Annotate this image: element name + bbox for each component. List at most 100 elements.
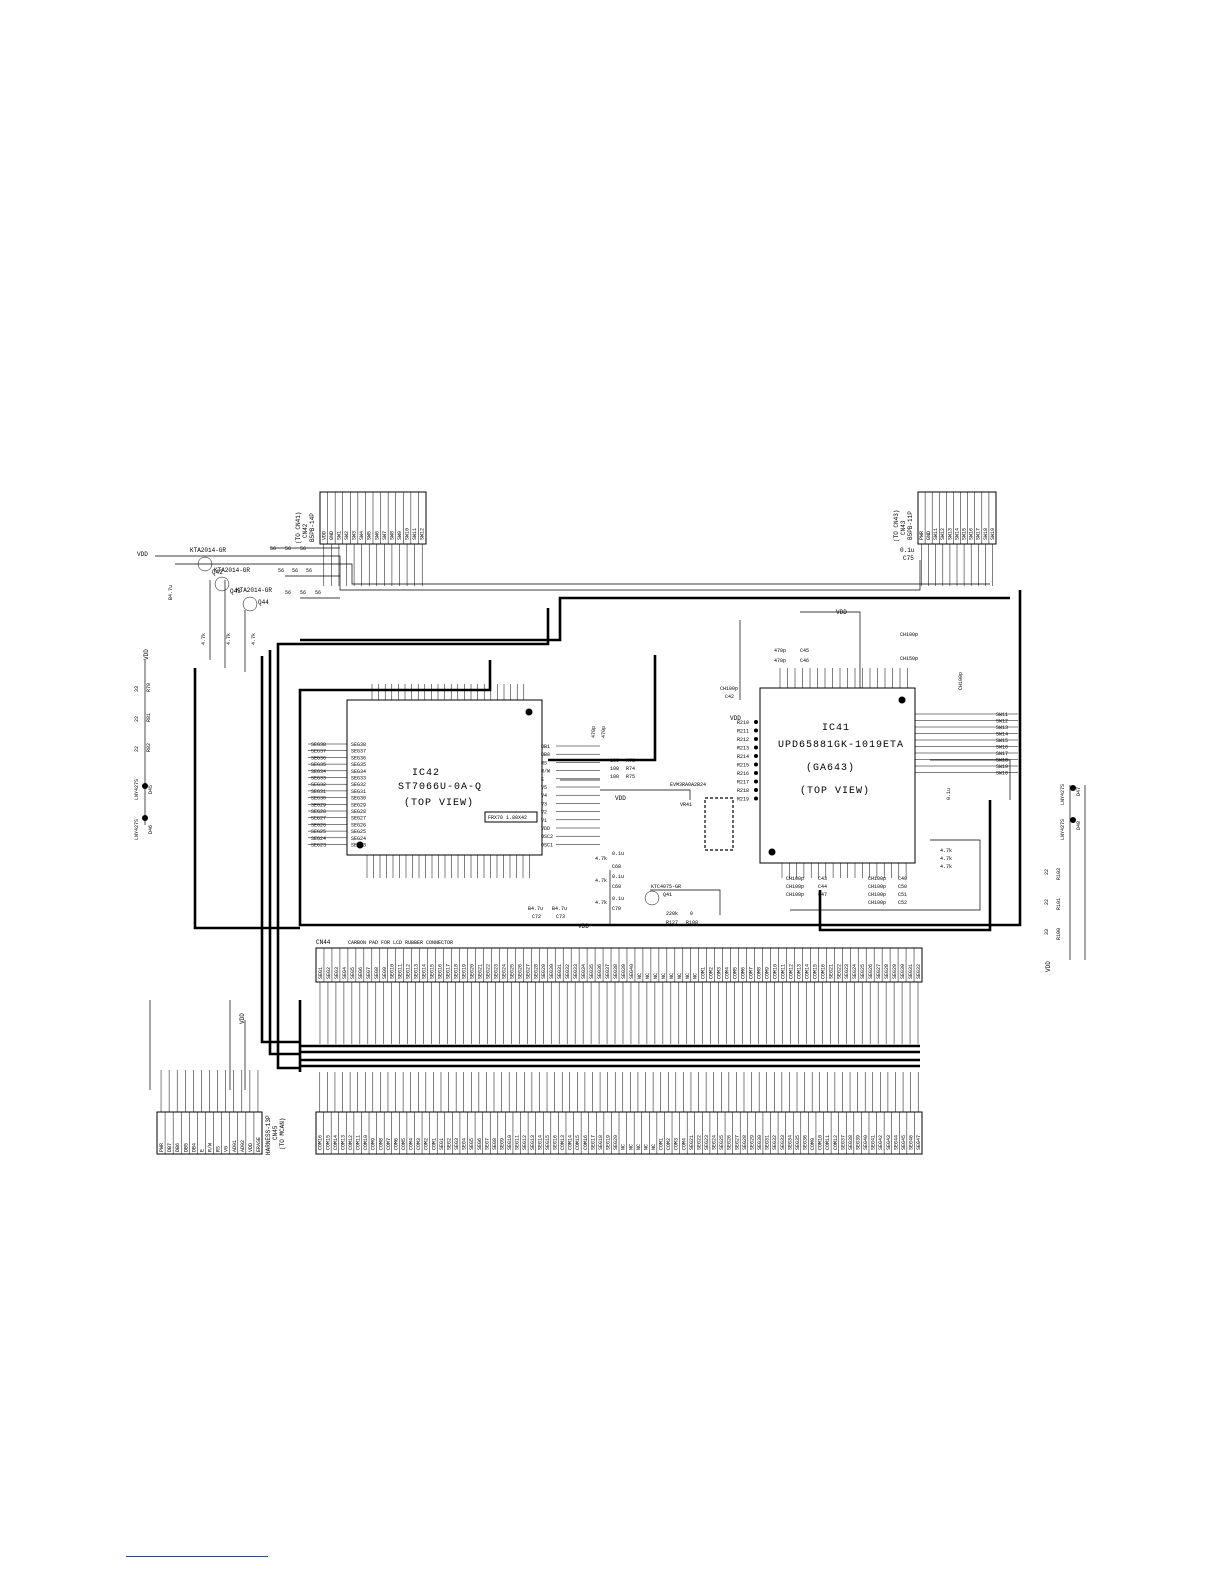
cn43-pin: SW12 <box>940 528 946 540</box>
cn44-title: CARBON PAD FOR LCD RUBBER CONNECTOR <box>348 940 453 946</box>
left-led-column: VDD 33 22 22 R79 R81 R82 LNY427S D45 LNY… <box>134 649 154 840</box>
res-56-d: 56 <box>278 568 284 574</box>
cn44-top-pin: SEG18 <box>454 964 460 979</box>
cn44-bottom-pin: SEG10 <box>507 1135 513 1150</box>
cn44-bottom-pin: SEG31 <box>765 1135 771 1150</box>
q41-ref: Q41 <box>663 892 672 898</box>
q43-ref: Q43 <box>230 588 241 595</box>
cn44-top-pin: SEG20 <box>469 964 475 979</box>
vdd-label-ic41-left: VDD <box>730 715 741 722</box>
cn44-bottom-pin: COM1 <box>659 1138 665 1150</box>
ic42-left-pin-inner: SEG31 <box>351 789 366 795</box>
led-d45-symbol <box>142 783 148 789</box>
cn44-bottom-pin: SEG13 <box>530 1135 536 1150</box>
footer-rule <box>126 1556 268 1557</box>
cn43-cap-value: 0.1u <box>900 547 915 554</box>
cn44-bottom-pin: COM13 <box>340 1135 346 1150</box>
cn44-bottom-pin: SEG45 <box>901 1135 907 1150</box>
cn43-pin: PWR <box>919 531 925 540</box>
cn44-top-pin: SEG30 <box>549 964 555 979</box>
cn44-bottom-pin: SEG11 <box>515 1135 521 1150</box>
led-d47-symbol <box>1070 785 1076 791</box>
cn44-bottom-pin: COM12 <box>348 1135 354 1150</box>
ic42-right-pin: DB0 <box>541 752 550 758</box>
cn44-top-pin: SEG35 <box>589 964 595 979</box>
cap-ch100p-d: CH100p <box>786 884 804 890</box>
cn44-top-pin: SEG16 <box>438 964 444 979</box>
ic42-left-pin-inner: SEG25 <box>351 829 366 835</box>
res-r79: R79 <box>146 683 152 692</box>
ic41-right-pin: SW19 <box>996 764 1008 770</box>
res-r103: R103 <box>1056 868 1062 880</box>
cn44-top-pin: SEG21 <box>828 964 834 979</box>
ic41-left-pin: R214 <box>737 754 749 760</box>
transistor-q41-symbol <box>644 890 660 906</box>
cn44-top-pin: SEG33 <box>573 964 579 979</box>
ic42-right-pin: V3 <box>541 801 547 807</box>
cn44-bottom-pin: SEG43 <box>886 1135 892 1150</box>
cn44-bottom-pin: SEG23 <box>704 1135 710 1150</box>
cap-470p-b: 470p <box>601 726 607 738</box>
res-100-c: 100 <box>610 774 619 780</box>
cn44-top-pin: SEG25 <box>860 964 866 979</box>
cn42-pin: SW8 <box>389 531 395 540</box>
cn44-top-pin: SEG30 <box>900 964 906 979</box>
cn44-top-pin: SEG24 <box>852 964 858 979</box>
cn44-top-pin: SEG31 <box>908 964 914 979</box>
res-r108: R108 <box>686 920 698 926</box>
res-4k7-b: 4.7k <box>226 633 232 645</box>
ic41-left-pad <box>754 796 758 801</box>
cn45-pin: R/W <box>208 1143 214 1152</box>
ic41-left-pad <box>754 771 758 775</box>
cn44-top-pin: SEG10 <box>390 964 396 979</box>
cn44-bottom-pin: SEG5 <box>469 1138 475 1150</box>
cn43-pin: SW13 <box>947 528 953 540</box>
cn44-top-pin: SEG23 <box>844 964 850 979</box>
cn44-top-pin: SEG39 <box>621 964 627 979</box>
ic42-right-pin: V4 <box>541 793 547 799</box>
cn44-top-pin: COM16 <box>820 964 826 979</box>
cap-c47: C47 <box>818 892 827 898</box>
cn44-top-pin: SEG9 <box>382 967 388 979</box>
ic41-right-pin: SW18 <box>996 758 1008 764</box>
cn45-pin: RS <box>216 1146 222 1152</box>
ic42-left-pin-inner: SEG30 <box>351 796 366 802</box>
ic41-view: (TOP VIEW) <box>800 785 870 797</box>
cn44-bottom-pin: SEG4 <box>462 1138 468 1150</box>
led-d48-symbol <box>1070 817 1076 823</box>
ic42-left-pin-outer: SEG36 <box>311 755 326 761</box>
res-r101: R101 <box>1056 898 1062 910</box>
cn44-bottom-pin: COM12 <box>833 1135 839 1150</box>
cap-ch100p-j: CH100p <box>958 672 964 690</box>
cn44-bottom-pin: SEG46 <box>909 1135 915 1150</box>
cn44-bottom-pin: COM5 <box>401 1138 407 1150</box>
cn44-bottom-pin: SEG6 <box>477 1138 483 1150</box>
cn44-bottom-pin: SEG25 <box>719 1135 725 1150</box>
ic42-right-pin: OSC1 <box>541 842 553 848</box>
ic41-left-pin: R212 <box>737 737 749 743</box>
cn44-top-pin: NC <box>661 973 667 979</box>
res-56-f: 56 <box>306 568 312 574</box>
ic42-left-pin-outer: SEG30 <box>311 796 326 802</box>
cn44-bottom-pin: COM2 <box>424 1138 430 1150</box>
cn44-top-pin: SEG11 <box>398 964 404 979</box>
cap-c73: C73 <box>556 914 565 920</box>
ic41-left-pin: R216 <box>737 771 749 777</box>
led-d47-ref: D47 <box>1076 787 1082 796</box>
cap-ch100p-a: CH100p <box>900 632 918 638</box>
cn44-top-pin: COM7 <box>749 967 755 979</box>
ic41-ref: IC41 <box>822 723 850 734</box>
cn44-top-pin: COM9 <box>765 967 771 979</box>
cn44-top-pin: SEG34 <box>581 964 587 979</box>
ic41-left-pin: R210 <box>737 720 749 726</box>
cap-b47-left: B4.7u <box>168 585 174 600</box>
ic42-right-pin: V2 <box>541 810 547 816</box>
transistor-q44-symbol <box>242 596 258 612</box>
cn44-bottom-pin: SEG9 <box>499 1138 505 1150</box>
cap-ch100p-f: CH100p <box>868 876 886 882</box>
cn44-top-pin: COM12 <box>788 964 794 979</box>
cn44-top-pin: COM13 <box>796 964 802 979</box>
cn44-bottom-pin: SEG18 <box>598 1135 604 1150</box>
ic41-left-pad <box>754 762 758 767</box>
cn45-pin: V0 <box>224 1146 230 1152</box>
